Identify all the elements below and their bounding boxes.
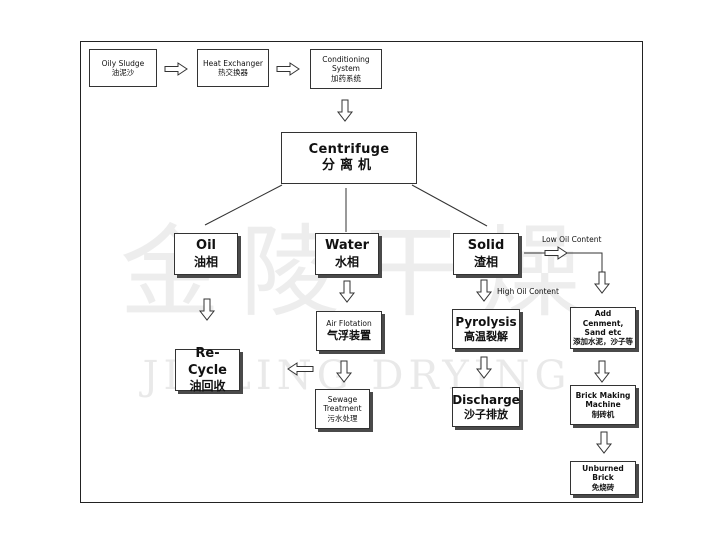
node-solid-label-zh: 渣相 [473, 254, 498, 269]
node-air-flotation: Air Flotation 气浮装置 [316, 311, 382, 351]
node-recycle-label: Re-Cycle [188, 346, 227, 378]
node-brick-machine-label-zh: 制砖机 [591, 409, 615, 419]
line-centrifuge-to-solid [411, 184, 488, 227]
node-discharge: Discharge 沙子排放 [452, 387, 520, 427]
node-heat-exchanger-label-zh: 热交换器 [218, 68, 248, 77]
line-low-oil-bend [567, 252, 603, 272]
node-unburned-brick-label-zh: 免烧砖 [591, 482, 615, 492]
diagram-frame [80, 41, 643, 503]
node-sewage-label: Sewage Treatment [323, 394, 362, 414]
node-add-cement-label: Add Cenment, Sand etc [582, 309, 624, 337]
node-pyrolysis-label-zh: 高温裂解 [464, 329, 508, 343]
node-centrifuge-label-zh: 分离机 [321, 158, 376, 173]
arrow-to-add-cement [594, 271, 610, 294]
arrow-flotation-to-recycle [287, 362, 314, 376]
node-sewage-label-zh: 污水处理 [327, 413, 358, 423]
node-oil: Oil 油相 [174, 233, 238, 275]
node-solid-label: Solid [467, 238, 505, 254]
arrow-solid-to-pyrolysis [476, 279, 492, 302]
arrow-brick-machine-to-brick [596, 431, 612, 454]
node-oily-sludge-label-zh: 油泥沙 [111, 68, 135, 77]
node-brick-machine-label: Brick Making Machine [575, 390, 631, 410]
arrow-conditioning-to-centrifuge [337, 99, 353, 122]
arrow-cement-to-brick-machine [594, 360, 610, 383]
arrow-sludge-to-exchanger [164, 62, 188, 76]
node-sewage-treatment: Sewage Treatment 污水处理 [315, 389, 370, 429]
arrow-exchanger-to-conditioning [276, 62, 300, 76]
node-solid: Solid 渣相 [453, 233, 519, 275]
node-pyrolysis-label: Pyrolysis [455, 314, 517, 329]
node-oily-sludge: Oily Sludge 油泥沙 [89, 49, 157, 87]
node-air-flotation-label: Air Flotation [326, 319, 372, 329]
node-recycle-label-zh: 油回收 [189, 378, 226, 393]
node-brick-making-machine: Brick Making Machine 制砖机 [570, 385, 636, 425]
node-oily-sludge-label: Oily Sludge [101, 58, 145, 68]
node-add-cement-label-zh: 添加水泥，沙子等 [573, 337, 633, 347]
node-centrifuge: Centrifuge 分离机 [281, 132, 417, 184]
node-water: Water 水相 [315, 233, 379, 275]
node-oil-label-zh: 油相 [193, 254, 218, 269]
node-discharge-label-zh: 沙子排放 [464, 407, 508, 421]
arrow-water-to-flotation [339, 280, 355, 303]
node-heat-exchanger: Heat Exchanger 热交换器 [197, 49, 269, 87]
node-water-label: Water [324, 238, 370, 254]
node-air-flotation-label-zh: 气浮装置 [327, 328, 371, 342]
arrow-low-oil [544, 246, 568, 260]
line-centrifuge-to-oil [204, 184, 283, 226]
node-unburned-brick-label: Unburned Brick [582, 463, 624, 483]
node-conditioning-system: Conditioning System 加药系统 [310, 49, 382, 89]
node-recycle: Re-Cycle 油回收 [175, 346, 240, 393]
node-water-label-zh: 水相 [334, 254, 359, 269]
node-pyrolysis: Pyrolysis 高温裂解 [452, 309, 520, 349]
node-conditioning-label: Conditioning System [322, 54, 370, 74]
node-unburned-brick: Unburned Brick 免烧砖 [570, 461, 636, 495]
node-centrifuge-label: Centrifuge [308, 141, 390, 157]
note-low-oil-content: Low Oil Content [542, 235, 602, 244]
arrow-pyrolysis-to-discharge [476, 356, 492, 379]
node-heat-exchanger-label: Heat Exchanger [203, 58, 263, 68]
arrow-oil-down [199, 298, 215, 321]
node-add-cement: Add Cenment, Sand etc 添加水泥，沙子等 [570, 307, 636, 349]
note-high-oil-content: High Oil Content [497, 287, 559, 296]
node-conditioning-label-zh: 加药系统 [331, 73, 361, 83]
node-discharge-label: Discharge [452, 392, 520, 407]
arrow-flotation-to-sewage [336, 360, 352, 383]
node-oil-label: Oil [196, 238, 216, 254]
